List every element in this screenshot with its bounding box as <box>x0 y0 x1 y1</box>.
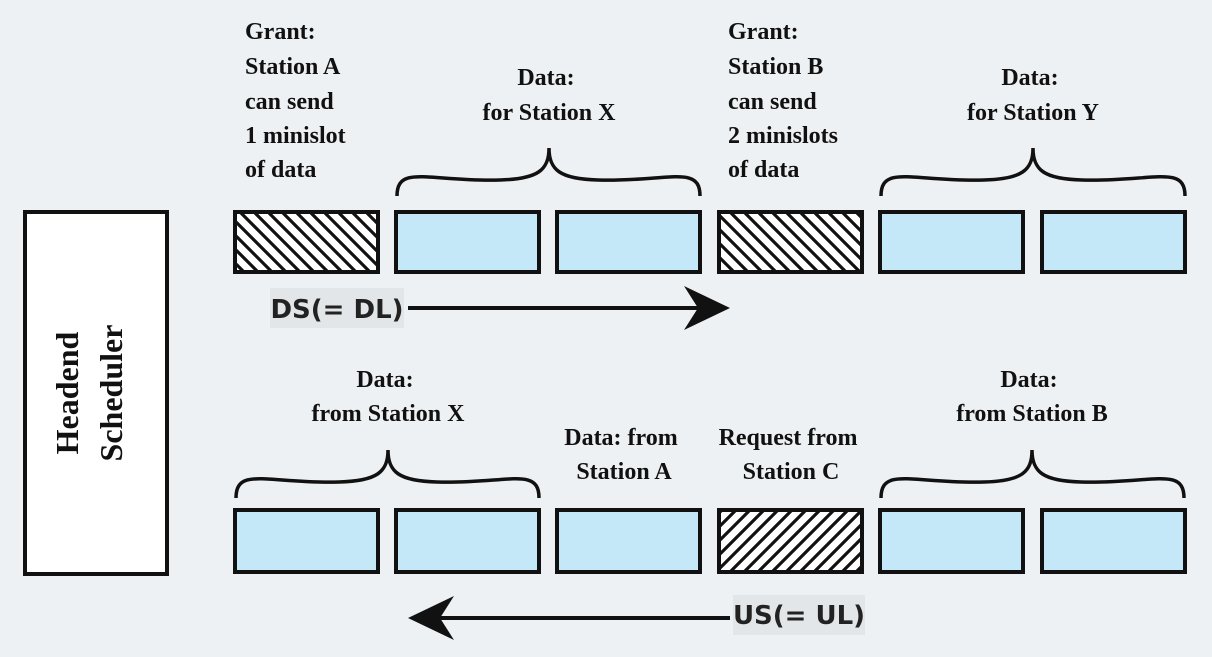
us-data-a-label: Data: from Station A <box>564 425 684 485</box>
us-slot-data-b-2 <box>1040 508 1187 574</box>
scheduler-label-line2: Scheduler <box>93 325 129 462</box>
arrow-left-icon <box>408 596 454 640</box>
us-data-b-label: Data: from Station B <box>956 367 1108 427</box>
ds-brace-station-y <box>879 147 1187 197</box>
headend-scheduler-box: Headend Scheduler <box>23 210 169 576</box>
downstream-slot-row <box>233 210 1187 274</box>
ds-slot-data-y-1 <box>878 210 1025 274</box>
us-brace-station-x <box>234 449 541 499</box>
us-direction-arrow: US(= UL) <box>408 595 865 640</box>
ds-data-x-label: Data: for Station X <box>483 65 617 126</box>
ds-slot-grant-a <box>233 210 380 274</box>
upstream-slot-row <box>233 508 1187 574</box>
ds-direction-label: DS(= DL) <box>270 295 403 325</box>
us-brace-station-b <box>879 449 1186 499</box>
arrow-right-icon <box>684 286 730 330</box>
us-direction-label: US(= UL) <box>733 601 865 631</box>
us-request-c-label: Request from Station C <box>719 425 864 485</box>
ds-direction-arrow: DS(= DL) <box>270 286 730 330</box>
ds-grant-b-label: Grant: Station B can send 2 minislots of… <box>728 19 844 183</box>
ds-slot-data-x-1 <box>394 210 541 274</box>
us-slot-data-x-1 <box>233 508 380 574</box>
ds-data-y-label: Data: for Station Y <box>967 65 1099 126</box>
us-slot-request-c <box>717 508 864 574</box>
ds-slot-data-x-2 <box>555 210 702 274</box>
ds-grant-a-label: Grant: Station A can send 1 minislot of … <box>245 19 352 183</box>
ds-slot-data-y-2 <box>1040 210 1187 274</box>
us-slot-data-b-1 <box>878 508 1025 574</box>
us-data-x-label: Data: from Station X <box>312 367 466 427</box>
us-slot-data-x-2 <box>394 508 541 574</box>
scheduler-label-line1: Headend <box>49 331 85 454</box>
ds-brace-station-x <box>395 147 702 197</box>
us-slot-data-a <box>555 508 702 574</box>
ds-slot-grant-b <box>717 210 864 274</box>
